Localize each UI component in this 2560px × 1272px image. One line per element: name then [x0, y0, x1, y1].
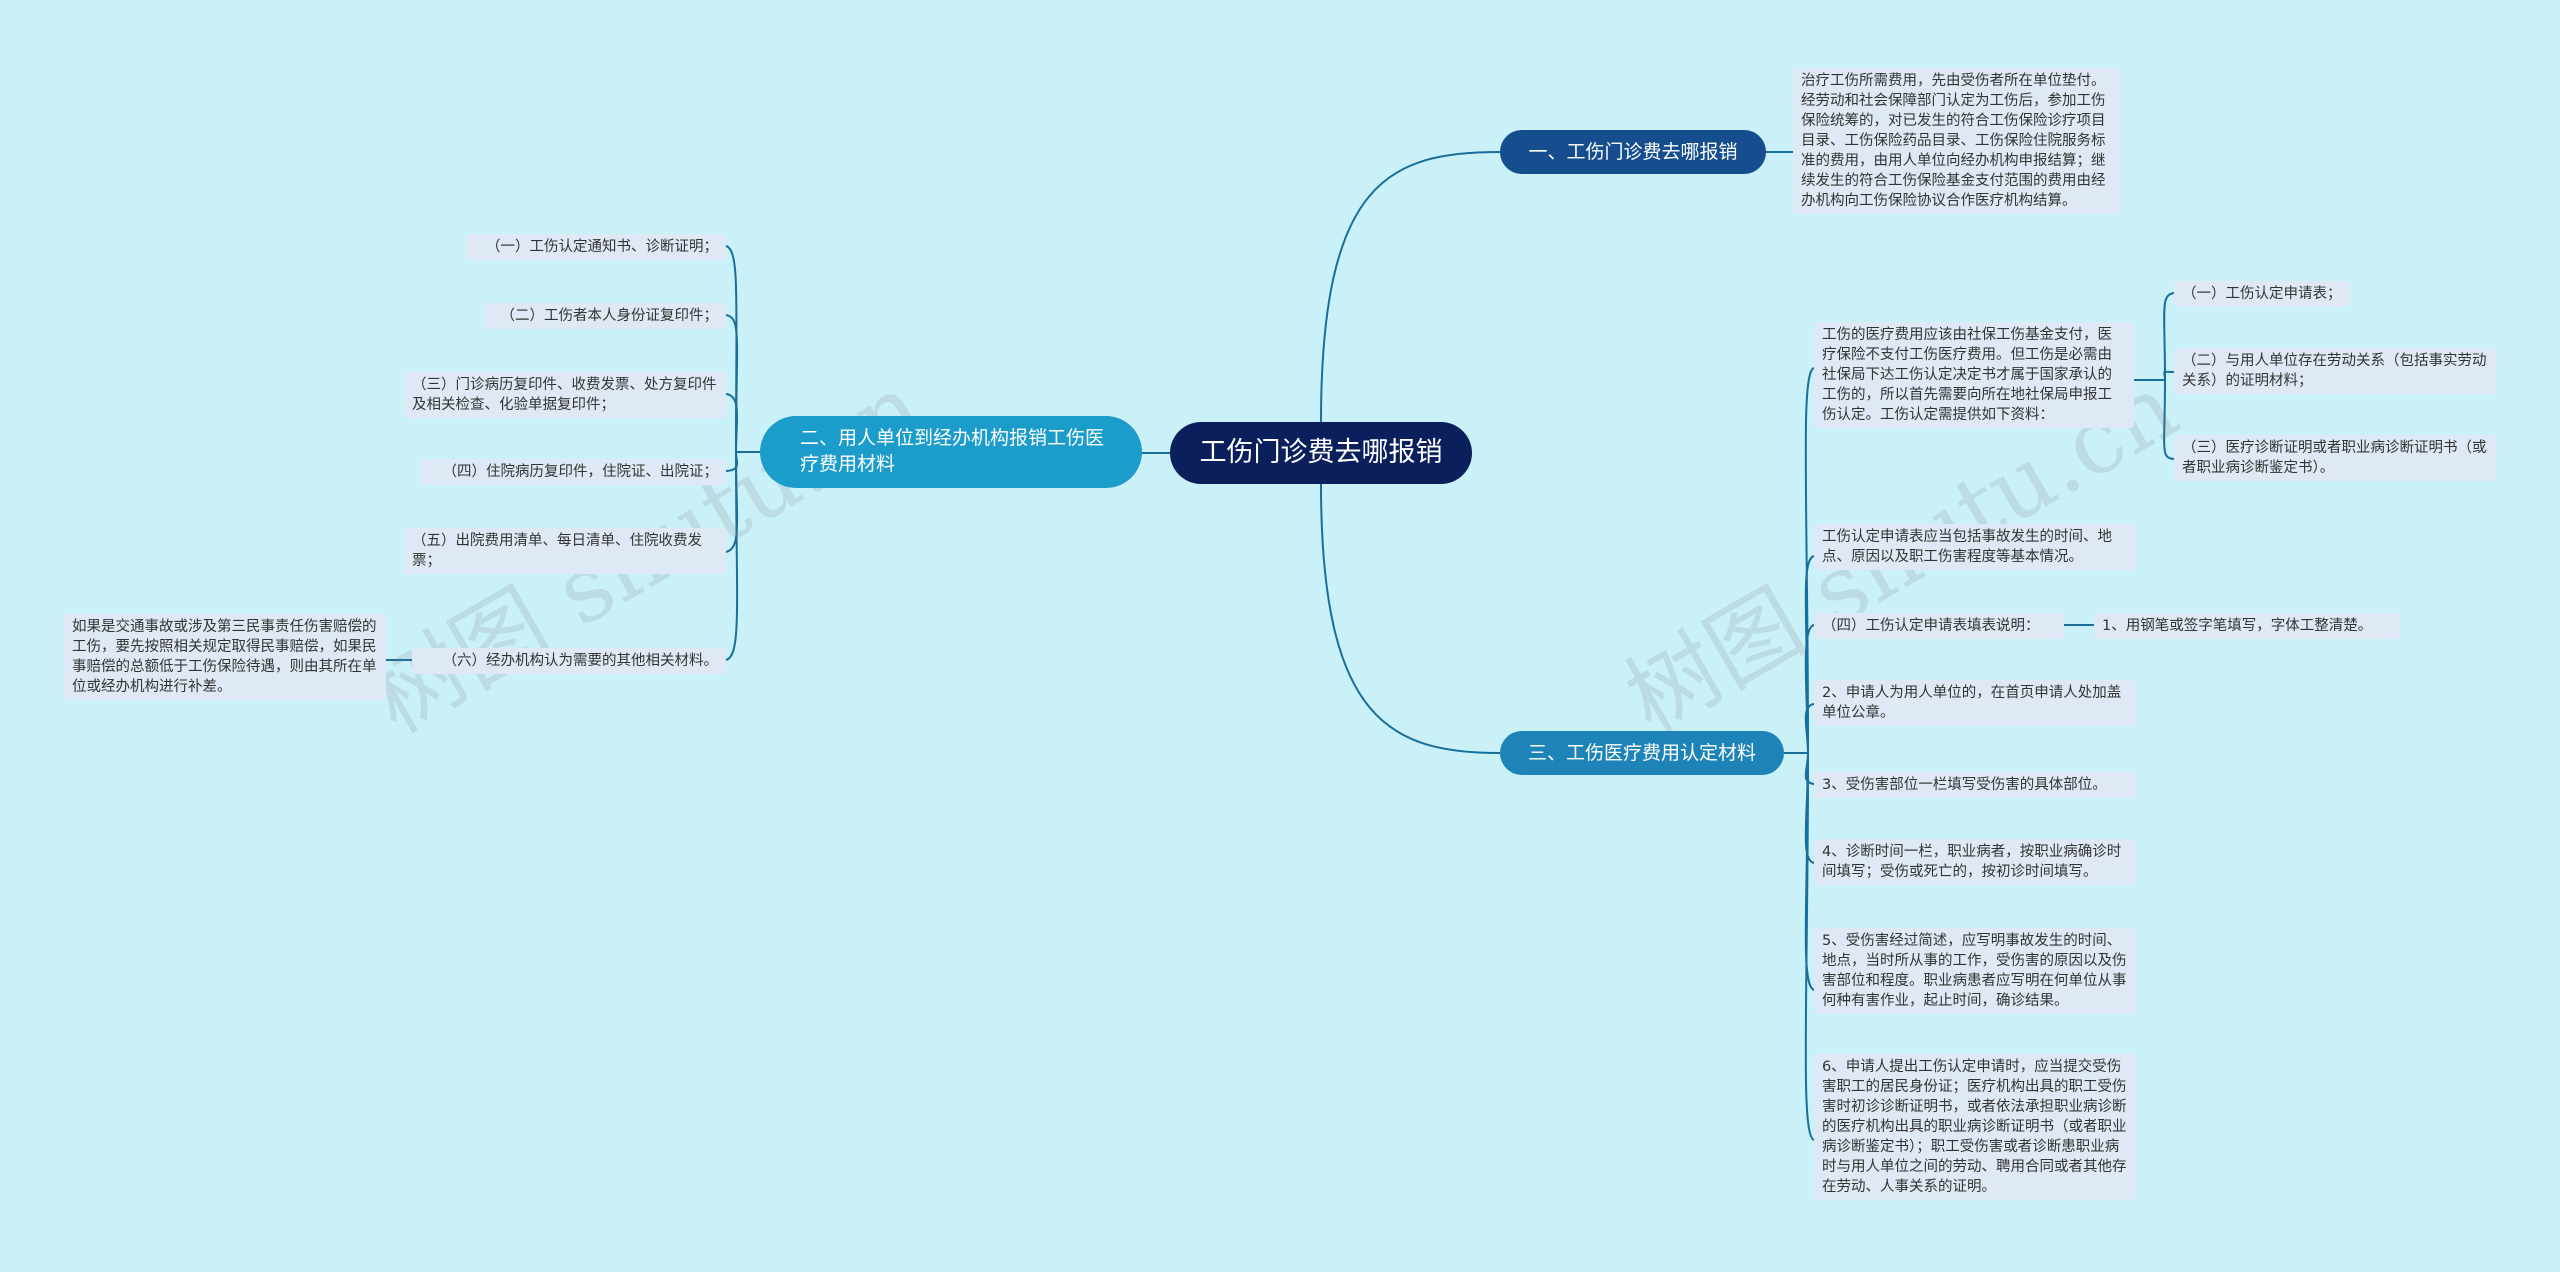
branch-3-sub-item[interactable]: （二）与用人单位存在劳动关系（包括事实劳动关系）的证明材料；: [2174, 348, 2496, 394]
branch-3-step[interactable]: 5、受伤害经过简述，应写明事故发生的时间、地点，当时所从事的工作，受伤害的原因以…: [1814, 928, 2136, 1014]
branch-2-note[interactable]: 如果是交通事故或涉及第三民事责任伤害赔偿的工伤，要先按照相关规定取得民事赔偿，如…: [64, 614, 386, 700]
branch-3-form-content[interactable]: 工伤认定申请表应当包括事故发生的时间、地点、原因以及职工伤害程度等基本情况。: [1814, 524, 2136, 570]
branch-1-title[interactable]: 一、工伤门诊费去哪报销: [1500, 130, 1766, 174]
branch-2-item[interactable]: （一）工伤认定通知书、诊断证明；: [466, 234, 726, 260]
branch-3-sub-item[interactable]: （一）工伤认定申请表；: [2174, 281, 2350, 307]
central-topic[interactable]: 工伤门诊费去哪报销: [1170, 422, 1472, 484]
branch-2-item[interactable]: （四）住院病历复印件，住院证、出院证；: [420, 459, 726, 485]
branch-2-item[interactable]: （五）出院费用清单、每日清单、住院收费发票；: [404, 528, 726, 574]
branch-3-step[interactable]: 6、申请人提出工伤认定申请时，应当提交受伤害职工的居民身份证；医疗机构出具的职工…: [1814, 1054, 2136, 1200]
branch-3-title[interactable]: 三、工伤医疗费用认定材料: [1500, 731, 1784, 775]
branch-3-step[interactable]: 4、诊断时间一栏，职业病者，按职业病确诊时间填写；受伤或死亡的，按初诊时间填写。: [1814, 839, 2136, 885]
branch-3-step[interactable]: 3、受伤害部位一栏填写受伤害的具体部位。: [1814, 772, 2136, 798]
branch-2-item[interactable]: （三）门诊病历复印件、收费发票、处方复印件及相关检查、化验单据复印件；: [404, 372, 726, 418]
branch-3-step[interactable]: 2、申请人为用人单位的，在首页申请人处加盖单位公章。: [1814, 680, 2136, 726]
branch-2-item[interactable]: （六）经办机构认为需要的其他相关材料。: [412, 648, 726, 674]
branch-3-intro[interactable]: 工伤的医疗费用应该由社保工伤基金支付，医疗保险不支付工伤医疗费用。但工伤是必需由…: [1814, 322, 2134, 428]
branch-2-item[interactable]: （二）工伤者本人身份证复印件；: [484, 303, 726, 329]
branch-3-sub-item[interactable]: （三）医疗诊断证明或者职业病诊断证明书（或者职业病诊断鉴定书）。: [2174, 435, 2496, 481]
branch-2-title[interactable]: 二、用人单位到经办机构报销工伤医疗费用材料: [760, 416, 1142, 488]
branch-3-form-note-1[interactable]: 1、用钢笔或签字笔填写，字体工整清楚。: [2094, 613, 2400, 639]
branch-1-detail[interactable]: 治疗工伤所需费用，先由受伤者所在单位垫付。经劳动和社会保障部门认定为工伤后，参加…: [1793, 68, 2121, 214]
branch-3-form-note-label[interactable]: （四）工伤认定申请表填表说明：: [1814, 613, 2064, 639]
